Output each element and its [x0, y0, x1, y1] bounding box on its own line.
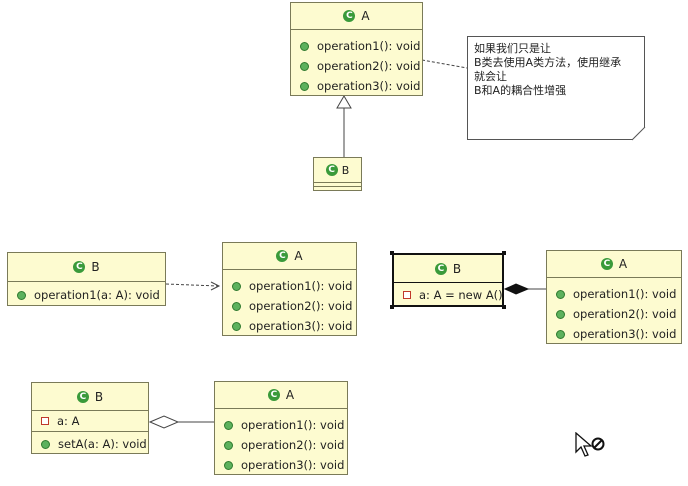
- top-class-a[interactable]: C A operation1(): void operation2(): voi…: [290, 2, 423, 96]
- class-name: B: [91, 260, 100, 274]
- public-method-icon: [17, 290, 26, 300]
- operations-compartment: operation1(): void operation2(): void op…: [215, 409, 347, 475]
- class-header: C A: [223, 243, 356, 270]
- aggregation-diamond: [148, 415, 180, 429]
- aggregation-class-a[interactable]: C A operation1(): void operation2(): voi…: [214, 381, 348, 475]
- attribute-row[interactable]: a: A: [32, 411, 148, 431]
- operations-compartment: operation1(): void operation2(): void op…: [291, 30, 422, 96]
- public-method-icon: [300, 41, 309, 51]
- class-name: B: [341, 163, 350, 177]
- operation-row[interactable]: operation1(): void: [547, 284, 681, 304]
- public-method-icon: [224, 440, 233, 450]
- operation-row[interactable]: operation1(): void: [223, 276, 356, 296]
- class-name: A: [294, 249, 303, 263]
- class-name: B: [94, 389, 104, 404]
- public-method-icon: [300, 61, 309, 71]
- aggregation-class-b[interactable]: C B a: A setA(a: A): void: [31, 382, 149, 454]
- public-method-icon: [224, 420, 233, 430]
- class-icon: C: [73, 261, 86, 273]
- note-line: B和A的耦合性增强: [474, 84, 567, 97]
- operations-compartment: operation1(): void operation2(): void op…: [223, 270, 356, 336]
- public-method-icon: [556, 309, 565, 319]
- composition-class-a[interactable]: C A operation1(): void operation2(): voi…: [546, 250, 682, 344]
- operation-row[interactable]: operation3(): void: [547, 324, 681, 344]
- public-method-icon: [300, 81, 309, 91]
- class-header: C B: [8, 253, 165, 282]
- private-field-icon: [403, 291, 411, 299]
- operation-row[interactable]: operation2(): void: [223, 296, 356, 316]
- operation-row[interactable]: operation1(): void: [291, 36, 422, 56]
- class-header: C B: [394, 255, 502, 283]
- generalization-arrowhead: [336, 95, 352, 109]
- note-line: B类去使用A类方法，使用继承: [474, 56, 622, 69]
- class-icon: C: [434, 262, 447, 275]
- operation-row[interactable]: operation3(): void: [291, 76, 422, 96]
- operation-row[interactable]: operation2(): void: [547, 304, 681, 324]
- public-method-icon: [556, 289, 565, 299]
- note-attachment-line[interactable]: [421, 59, 468, 69]
- operation-row[interactable]: operation1(): void: [215, 415, 347, 435]
- class-icon: C: [343, 10, 356, 22]
- selection-handle[interactable]: [502, 251, 506, 255]
- operation-row[interactable]: operation1(a: A): void: [8, 285, 165, 305]
- class-name: A: [618, 257, 628, 271]
- class-header: C A: [215, 382, 347, 409]
- class-name: A: [285, 388, 295, 402]
- public-method-icon: [224, 460, 233, 470]
- private-field-icon: [41, 417, 49, 425]
- class-header: C A: [547, 251, 681, 278]
- composition-class-b[interactable]: C B a: A = new A(): [392, 253, 504, 307]
- class-icon: C: [325, 164, 338, 176]
- class-icon: C: [600, 258, 613, 270]
- attributes-compartment: a: A = new A(): [394, 283, 503, 306]
- top-class-b[interactable]: C B: [313, 157, 362, 191]
- composition-diamond: [503, 283, 530, 295]
- dependency-line[interactable]: [165, 283, 219, 287]
- class-header: C A: [291, 3, 422, 30]
- class-icon: C: [267, 389, 280, 401]
- public-method-icon: [556, 329, 565, 339]
- note[interactable]: 如果我们只是让 B类去使用A类方法，使用继承 就会让 B和A的耦合性增强: [467, 36, 645, 140]
- public-method-icon: [232, 321, 241, 331]
- class-icon: C: [276, 250, 289, 262]
- selection-handle[interactable]: [390, 305, 394, 309]
- operations-compartment: operation1(a: A): void: [8, 282, 165, 305]
- class-name: A: [361, 9, 370, 23]
- operations-compartment: setA(a: A): void: [32, 432, 148, 454]
- class-header: C B: [314, 158, 361, 183]
- note-folded-corner: [632, 127, 646, 141]
- note-line: 就会让: [474, 70, 507, 83]
- class-icon: C: [76, 390, 89, 403]
- operation-row[interactable]: operation3(): void: [215, 455, 347, 475]
- operations-compartment: operation1(): void operation2(): void op…: [547, 278, 681, 344]
- dependency-class-a[interactable]: C A operation1(): void operation2(): voi…: [222, 242, 357, 336]
- operation-row[interactable]: operation3(): void: [223, 316, 356, 336]
- public-method-icon: [232, 281, 241, 291]
- operation-row[interactable]: operation2(): void: [215, 435, 347, 455]
- not-allowed-cursor-icon: [575, 432, 605, 457]
- class-name: B: [452, 261, 462, 276]
- operation-row[interactable]: operation2(): void: [291, 56, 422, 76]
- class-header: C B: [32, 383, 148, 411]
- dependency-class-b[interactable]: C B operation1(a: A): void: [7, 252, 166, 306]
- selection-handle[interactable]: [502, 305, 506, 309]
- public-method-icon: [232, 301, 241, 311]
- attribute-row[interactable]: a: A = new A(): [394, 285, 503, 305]
- note-line: 如果我们只是让: [474, 42, 551, 55]
- public-method-icon: [41, 439, 50, 449]
- operation-row[interactable]: setA(a: A): void: [32, 434, 148, 454]
- attributes-compartment: a: A: [32, 411, 148, 432]
- dependency-arrowhead: [210, 281, 221, 291]
